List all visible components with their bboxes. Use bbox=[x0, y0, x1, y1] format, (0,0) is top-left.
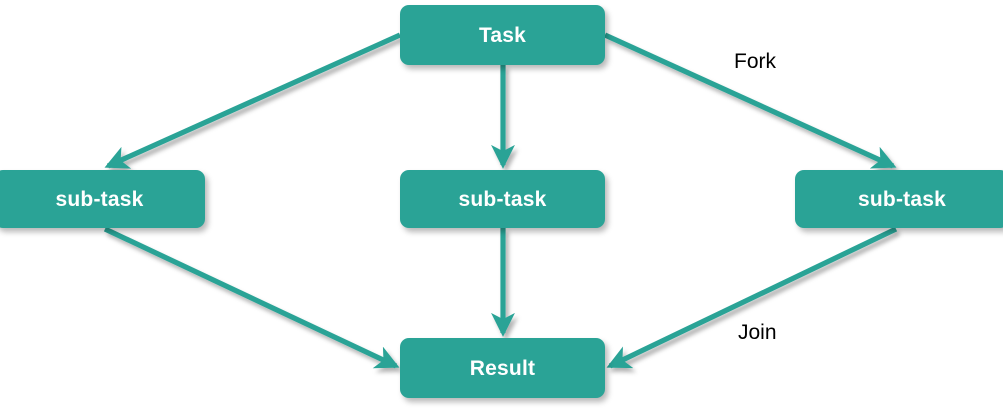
node-subtask-left-label: sub-task bbox=[55, 187, 144, 211]
node-task[interactable]: Task bbox=[400, 5, 605, 65]
node-subtask-middle-label: sub-task bbox=[458, 187, 547, 211]
node-result[interactable]: Result bbox=[400, 338, 605, 398]
edge-label-join: Join bbox=[738, 321, 777, 344]
edge-task-to-subtask3 bbox=[603, 32, 897, 169]
node-result-label: Result bbox=[469, 356, 536, 380]
node-subtask-left[interactable]: sub-task bbox=[0, 170, 205, 228]
node-subtask-middle[interactable]: sub-task bbox=[400, 170, 605, 228]
edge-subtask1-to-result bbox=[103, 226, 400, 369]
node-task-label: Task bbox=[478, 23, 527, 47]
node-subtask-right-label: sub-task bbox=[858, 187, 946, 211]
edge-task-to-subtask1 bbox=[104, 32, 402, 169]
edge-label-fork: Fork bbox=[734, 50, 776, 73]
node-subtask-right[interactable]: sub-task bbox=[795, 170, 1003, 228]
edge-subtask3-to-result bbox=[606, 226, 898, 369]
